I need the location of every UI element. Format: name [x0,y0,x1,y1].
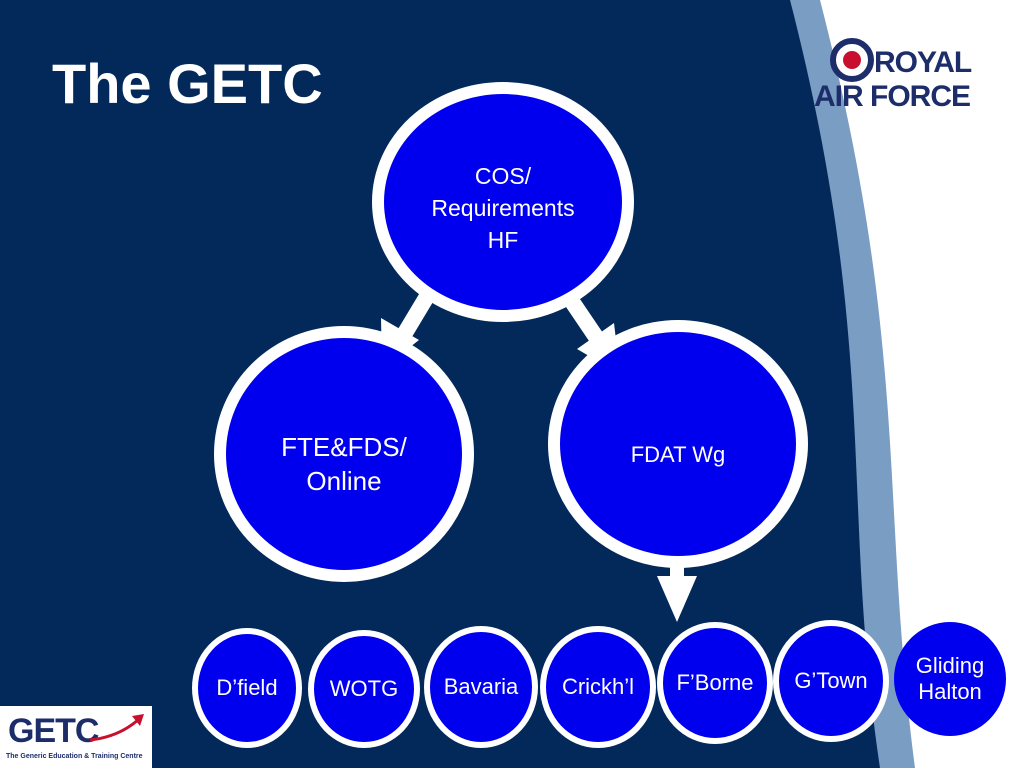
station-label: WOTG [329,676,399,701]
getc-logo: GETC The Generic Education & Training Ce… [0,706,152,768]
station-bavaria: Bavaria [424,626,538,748]
circle-requirements-line2: Requirements [431,195,575,221]
swoosh-arrow-icon [89,714,144,742]
side-white-band [820,0,1024,768]
circle-fdat-wg-line1: FDAT Wg [630,442,726,467]
getc-logo-tagline: The Generic Education & Training Centre [6,753,143,760]
station-gtown: G’Town [773,620,889,742]
raf-logo-line2: AIR FORCE [814,80,971,113]
raf-roundel-icon [830,38,874,82]
circle-requirements-line3: HF [487,227,519,253]
circle-fte-fds-line1: FTE&FDS/ [281,432,407,462]
circle-requirements: COS/ Requirements HF [372,82,634,322]
raf-logo: ROYAL AIR FORCE [812,38,987,118]
page-title: The GETC [52,52,323,115]
station-label: Bavaria [443,674,519,699]
station-dfield: D’field [192,628,302,748]
station-label: Crickh’l [561,674,635,699]
circle-fte-fds-line2: Online [306,466,382,496]
circle-requirements-line1: COS/ [474,163,532,189]
station-wotg: WOTG [308,630,420,748]
raf-logo-line1: ROYAL [874,46,972,79]
station-label: D’field [216,675,278,700]
getc-logo-word: GETC [8,712,99,750]
station-label-line2: Halton [918,679,982,704]
station-label: F’Borne [676,670,754,695]
station-gliding-halton: Gliding Halton [894,622,1006,736]
station-label: G’Town [794,668,868,693]
circle-fdat-wg: FDAT Wg [548,320,808,568]
station-fborne: F’Borne [657,622,773,744]
station-label-line1: Gliding [915,653,985,678]
circle-fte-fds: FTE&FDS/ Online [214,326,474,582]
station-crickhowell: Crickh’l [540,626,656,748]
arrow-down-head [657,576,697,622]
